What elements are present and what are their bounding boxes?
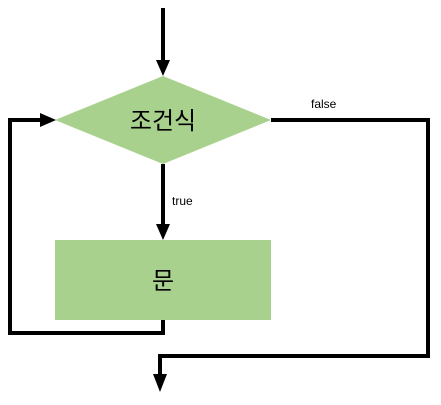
true-label: true [172, 194, 193, 208]
false-edge-line [158, 118, 430, 374]
entry-arrowhead [156, 60, 170, 76]
condition-diamond [55, 76, 271, 164]
statement-box [55, 240, 271, 320]
exit-arrowhead [153, 374, 167, 392]
condition-label: 조건식 [130, 107, 196, 135]
statement-label: 문 [152, 267, 174, 295]
false-label: false [311, 97, 337, 111]
true-edge-arrowhead [156, 224, 170, 240]
loop-back-line [8, 118, 165, 335]
loop-back-arrowhead [40, 113, 56, 127]
